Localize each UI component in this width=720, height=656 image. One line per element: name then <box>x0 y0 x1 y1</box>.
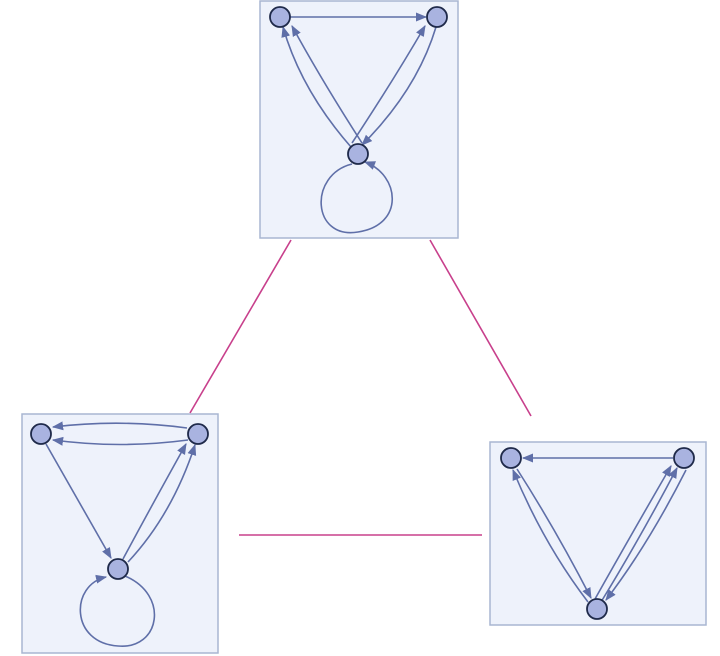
edge-c-a <box>281 25 352 148</box>
node-b <box>187 423 209 445</box>
node-c <box>107 558 129 580</box>
edge-b-a <box>51 436 189 446</box>
edge-a-c <box>45 443 112 559</box>
graph-panel-top <box>259 0 459 239</box>
node-a <box>500 447 522 469</box>
edge-c-b <box>594 465 672 600</box>
panel-frame <box>489 441 707 626</box>
edge-c-b <box>351 25 426 144</box>
edge-b-c <box>361 26 437 146</box>
node-a <box>30 423 52 445</box>
edge-c-a <box>291 25 363 144</box>
connector-top-bottom-left <box>189 239 292 414</box>
edges <box>281 12 437 234</box>
edge-c-a <box>512 468 589 603</box>
node-b <box>426 6 448 28</box>
edge-c-c-loop <box>79 574 156 647</box>
edge-c-b <box>127 443 197 563</box>
graph-panel-bottom-right <box>489 441 707 626</box>
node-c <box>586 598 608 620</box>
panel-frame <box>259 0 459 239</box>
node-c <box>347 143 369 165</box>
edges <box>45 421 197 647</box>
edge-c-b <box>122 443 187 560</box>
connector-top-bottom-right <box>429 239 532 417</box>
edges <box>512 453 687 603</box>
graph-panel-bottom-left <box>21 413 219 654</box>
node-b <box>673 447 695 469</box>
panel-frame <box>21 413 219 654</box>
node-a <box>269 6 291 28</box>
edge-a-c <box>516 468 592 599</box>
connectors <box>189 239 532 536</box>
edge-c-c-loop <box>320 161 394 234</box>
edge-c-b <box>600 467 678 603</box>
edge-b-a <box>51 421 188 431</box>
edge-b-c <box>605 469 687 601</box>
